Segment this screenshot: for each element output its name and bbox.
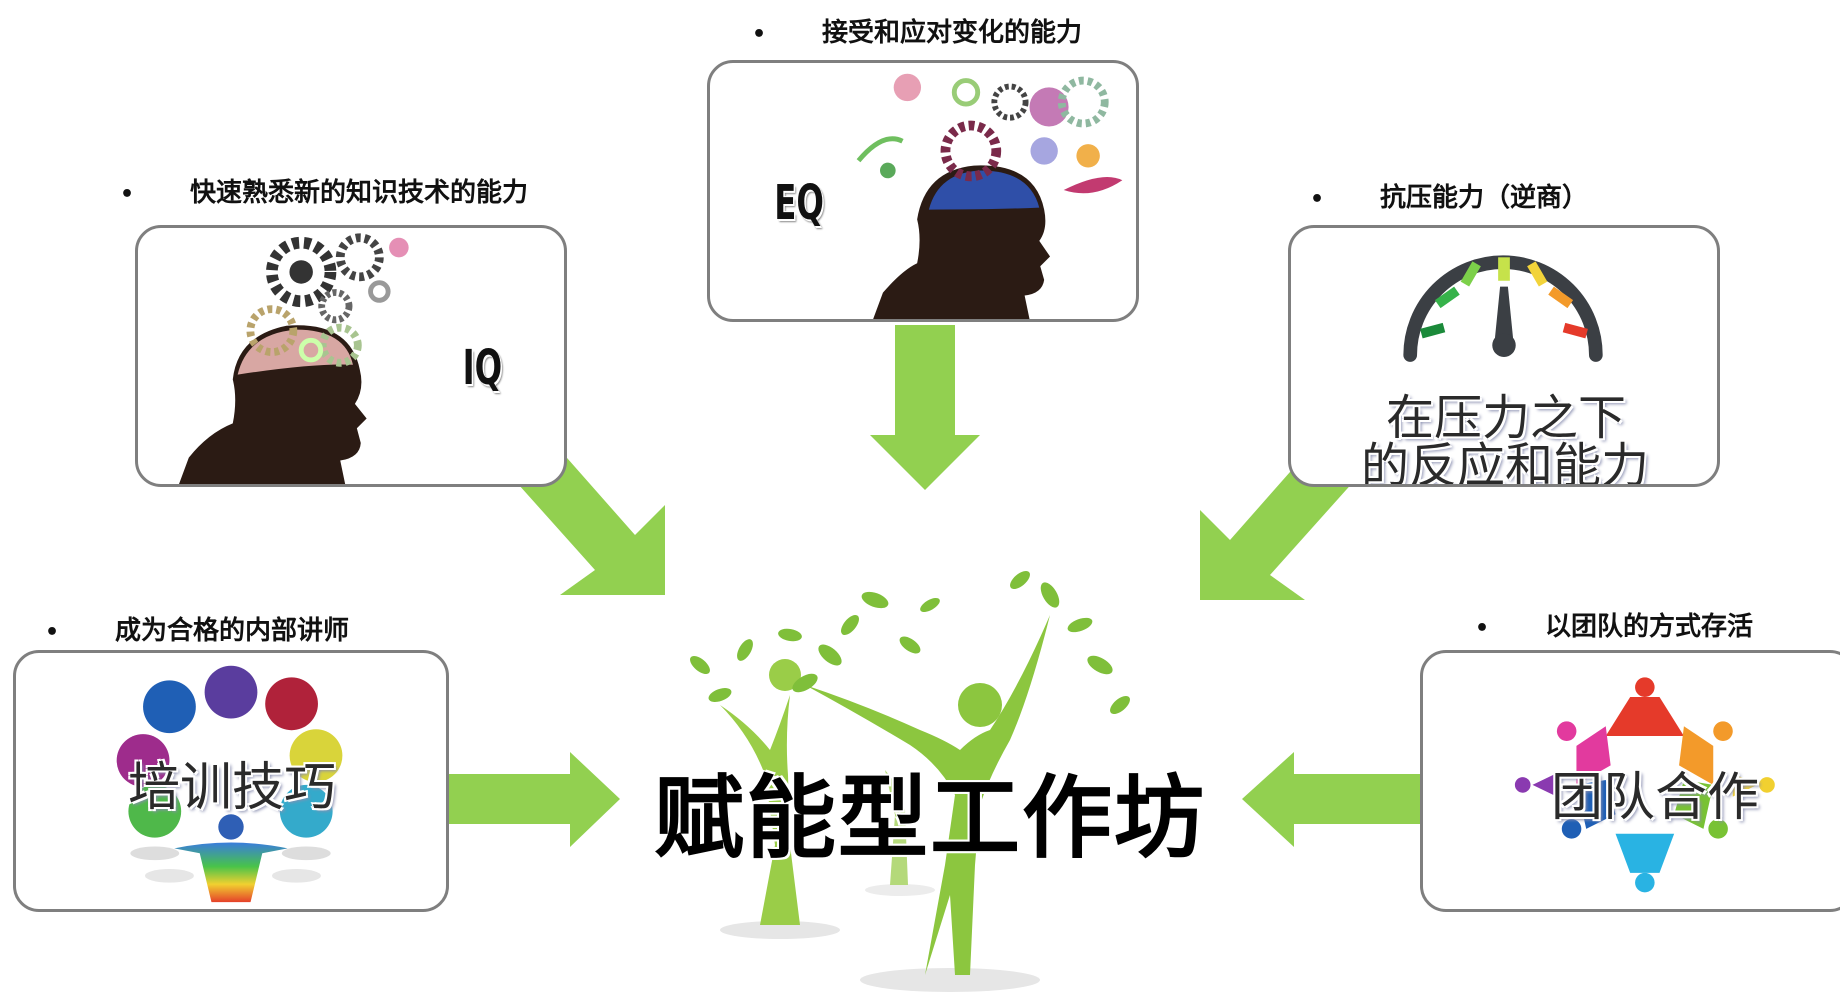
iq-label: IQ — [462, 340, 503, 396]
eq-label: EQ — [774, 175, 824, 231]
pressure-line1: 在压力之下 — [1386, 390, 1627, 446]
bullet-team-text: 以团队的方式存活 — [1545, 612, 1754, 642]
team-label: 团队合作 — [1551, 768, 1760, 828]
arrow-from-trainer — [445, 752, 620, 847]
center-title: 赋能型工作坊 — [654, 766, 1206, 871]
card-eq: EQ — [707, 60, 1139, 322]
arrow-from-team — [1242, 752, 1422, 847]
bullet-pressure-text: 抗压能力（逆商） — [1380, 183, 1589, 213]
bullet-dot: • — [45, 620, 60, 645]
arrow-from-iq — [510, 450, 665, 595]
card-iq: IQ — [135, 225, 567, 487]
bullet-dot: • — [120, 182, 135, 207]
bullet-iq-text: 快速熟悉新的知识技术的能力 — [190, 178, 529, 208]
trainer-label: 培训技巧 — [128, 758, 337, 818]
bullet-trainer-text: 成为合格的内部讲师 — [115, 616, 350, 646]
team-circle-illustration — [1514, 677, 1775, 893]
card-trainer: 培训技巧 — [13, 650, 449, 912]
bullet-dot: • — [1310, 187, 1325, 212]
bullet-eq: • 接受和应对变化的能力 — [752, 12, 1082, 49]
bullet-trainer: • 成为合格的内部讲师 — [45, 610, 349, 647]
bullet-iq: • 快速熟悉新的知识技术的能力 — [120, 172, 528, 209]
eq-head-illustration — [856, 73, 1123, 319]
iq-head-illustration — [179, 233, 409, 484]
bullet-dot: • — [752, 22, 767, 47]
pressure-line2: 的反应和能力 — [1361, 438, 1650, 487]
card-pressure: 在压力之下 的反应和能力 — [1288, 225, 1720, 487]
arrow-from-eq — [870, 325, 980, 490]
bullet-eq-text: 接受和应对变化的能力 — [822, 18, 1083, 48]
card-team: 团队合作 — [1420, 650, 1840, 912]
bullet-pressure: • 抗压能力（逆商） — [1310, 177, 1588, 214]
gauge-icon — [1403, 255, 1603, 362]
bullet-dot: • — [1475, 616, 1490, 641]
arrow-from-pressure — [1200, 455, 1355, 600]
bullet-team: • 以团队的方式存活 — [1475, 606, 1753, 643]
tree-people-illustration — [690, 571, 1130, 992]
training-circles-illustration — [116, 665, 343, 903]
